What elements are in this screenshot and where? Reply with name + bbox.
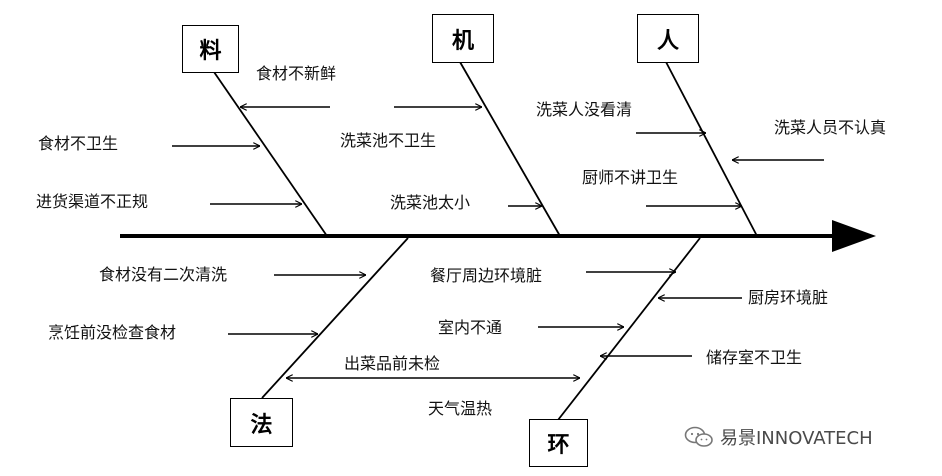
cause-machine-1: 洗菜池不卫生 — [340, 131, 437, 150]
cause-people-3: 厨师不讲卫生 — [582, 168, 679, 187]
cause-environment-1: 餐厅周边环境脏 — [430, 266, 543, 285]
watermark: 易景INNOVATECH — [684, 424, 873, 450]
cause-environment-3: 室内不通 — [438, 318, 503, 337]
cause-environment-4: 储存室不卫生 — [706, 348, 803, 367]
category-box-method: 法 — [230, 398, 293, 447]
bone-machine — [459, 61, 561, 237]
spine-arrowhead — [832, 220, 876, 252]
cause-method-2: 烹饪前没检查食材 — [48, 323, 177, 342]
bone-people — [665, 61, 758, 237]
cause-material-3: 进货渠道不正规 — [36, 192, 149, 211]
cause-people-2: 洗菜人员不认真 — [774, 118, 887, 137]
cause-method-1: 食材没有二次清洗 — [99, 265, 228, 284]
category-box-material: 料 — [182, 25, 239, 73]
cause-material-2: 食材不卫生 — [38, 134, 119, 153]
cause-method-3: 出菜品前未检 — [344, 354, 441, 373]
bone-environment — [557, 237, 701, 421]
cause-environment-2: 厨房环境脏 — [748, 288, 829, 307]
bone-method — [261, 237, 409, 399]
watermark-text: 易景INNOVATECH — [720, 428, 873, 449]
category-box-people: 人 — [637, 14, 699, 63]
cause-material-1: 食材不新鲜 — [256, 64, 337, 83]
category-box-environment: 环 — [529, 419, 588, 467]
wechat-icon — [684, 426, 713, 447]
bone-material — [213, 71, 328, 237]
cause-people-1: 洗菜人没看清 — [536, 100, 633, 119]
cause-environment-5: 天气温热 — [428, 399, 493, 418]
cause-machine-2: 洗菜池太小 — [390, 193, 471, 212]
category-box-machine: 机 — [432, 14, 494, 63]
